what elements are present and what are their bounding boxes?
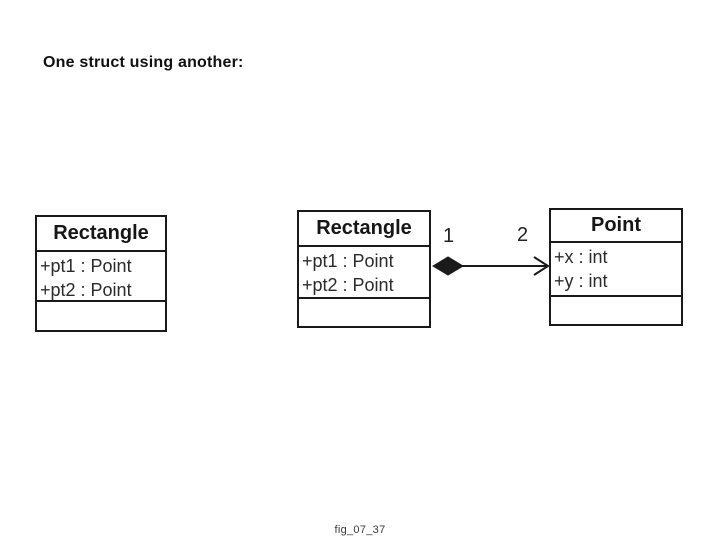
- attribute-y: +y : int: [554, 271, 608, 291]
- composition-connector: [432, 256, 550, 276]
- class-box-rectangle-standalone: Rectangle +pt1 : Point +pt2 : Point: [35, 215, 167, 332]
- composition-diamond-icon: [432, 256, 464, 276]
- class-box-point: Point +x : int +y : int: [549, 208, 683, 326]
- attribute-pt1: +pt1 : Point: [40, 256, 132, 276]
- class-name-rectangle-standalone: Rectangle: [37, 217, 165, 252]
- class-operations-empty: [299, 299, 429, 326]
- class-operations-empty: [37, 302, 165, 330]
- class-box-rectangle-source: Rectangle +pt1 : Point +pt2 : Point: [297, 210, 431, 328]
- attribute-x: +x : int: [554, 247, 608, 267]
- class-operations-empty: [551, 297, 681, 324]
- multiplicity-source: 1: [443, 225, 455, 247]
- class-attributes: +pt1 : Point +pt2 : Point: [37, 252, 165, 302]
- open-arrowhead-icon: [533, 256, 550, 276]
- attribute-pt2: +pt2 : Point: [302, 275, 394, 295]
- slide-title: One struct using another:: [43, 54, 244, 71]
- class-attributes: +x : int +y : int: [551, 243, 681, 297]
- attribute-pt1: +pt1 : Point: [302, 251, 394, 271]
- class-name-point: Point: [551, 210, 681, 243]
- figure-caption: fig_07_37: [334, 524, 386, 536]
- class-attributes: +pt1 : Point +pt2 : Point: [299, 247, 429, 299]
- attribute-pt2: +pt2 : Point: [40, 280, 132, 300]
- class-name-rectangle-source: Rectangle: [299, 212, 429, 247]
- multiplicity-target: 2: [517, 224, 529, 246]
